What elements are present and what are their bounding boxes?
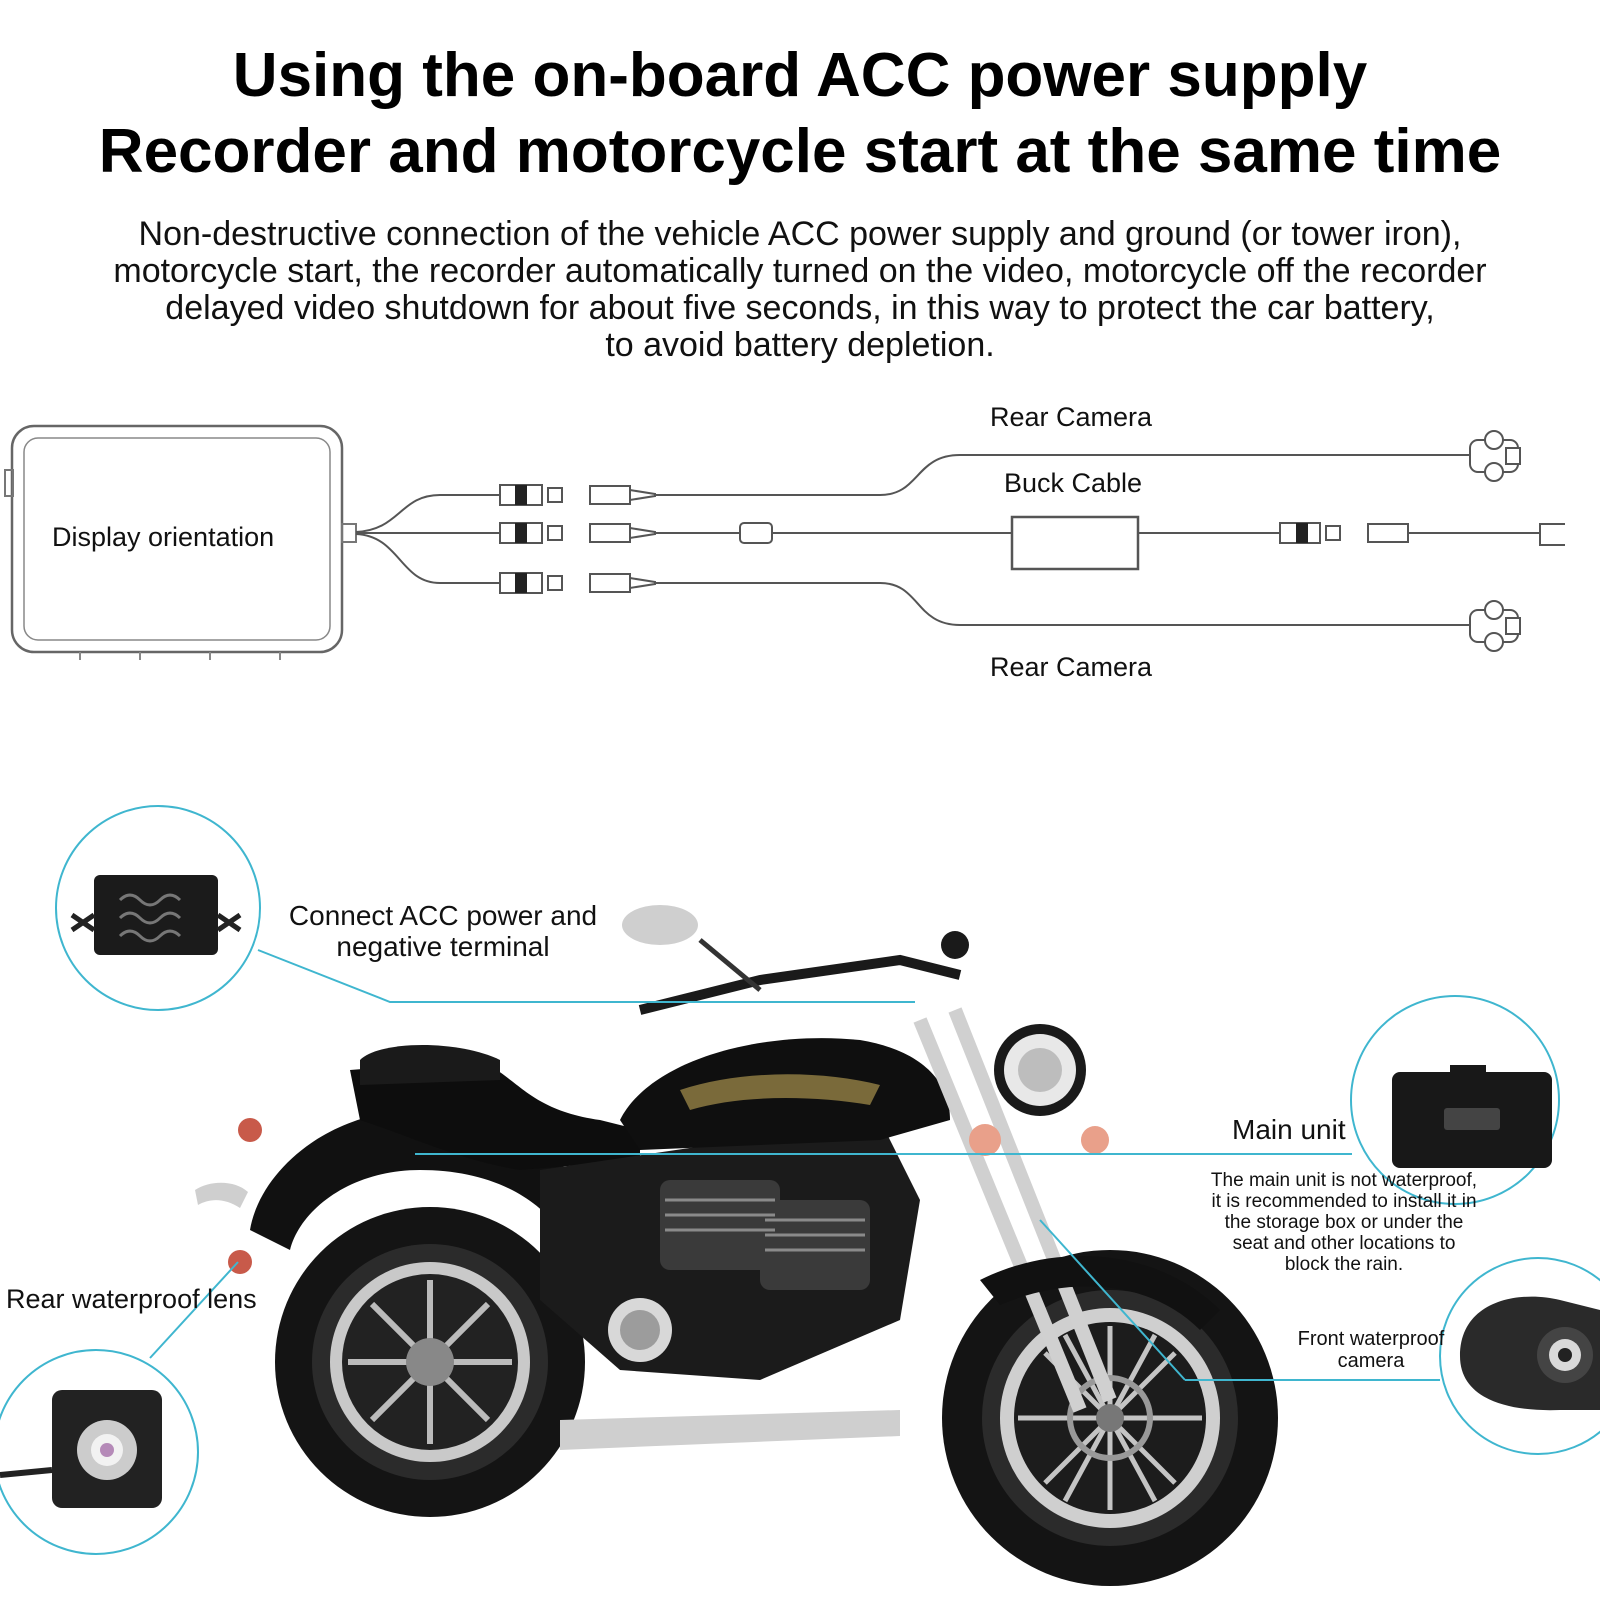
rear-camera-bottom-label: Rear Camera (990, 652, 1153, 682)
buck-module (1010, 515, 1140, 571)
front-camera-label-line-1: Front waterproof (1297, 1328, 1445, 1350)
acc-callout-line-1: Connect ACC power and (288, 900, 598, 931)
callout-acc-circle (55, 805, 261, 1011)
wire-bottom (355, 533, 500, 584)
front-camera-label: Front waterproof camera (1286, 1328, 1456, 1372)
acc-callout-line-2: negative terminal (336, 931, 550, 962)
connectors-mid (499, 522, 656, 544)
connectors-bottom (499, 572, 656, 594)
inline-filter (739, 522, 773, 544)
callout-front-camera-circle (1439, 1257, 1600, 1455)
main-unit-note-line: the storage box or under the (1224, 1212, 1464, 1233)
callout-main-unit-circle (1350, 995, 1560, 1205)
display-unit (4, 424, 357, 660)
rear-camera-bottom-plug (1469, 600, 1521, 652)
display-orientation-label: Display orientation (52, 522, 275, 552)
acc-callout-text: Connect ACC power and negative terminal (278, 900, 608, 962)
main-unit-note-line: it is recommended to install it in (1211, 1191, 1477, 1212)
wire-top (355, 494, 500, 533)
description: Non-destructive connection of the vehicl… (30, 216, 1570, 364)
buck-cable-label: Buck Cable (1004, 468, 1143, 498)
rear-camera-top-label: Rear Camera (990, 402, 1153, 432)
main-unit-note-line: block the rain. (1284, 1254, 1404, 1275)
main-unit-note-line: The main unit is not waterproof, (1210, 1170, 1478, 1191)
description-line: delayed video shutdown for about five se… (165, 289, 1435, 327)
acc-filter-box (94, 875, 218, 955)
wiring-diagram (4, 424, 1565, 660)
rear-lens-label: Rear waterproof lens (6, 1284, 257, 1314)
main-unit-note: The main unit is not waterproof, it is r… (1186, 1170, 1502, 1275)
leader-lines (149, 949, 1440, 1381)
motorcycle (195, 905, 1278, 1586)
description-line: Non-destructive connection of the vehicl… (138, 215, 1462, 253)
headline-line-1: Using the on-board ACC power supply (232, 41, 1368, 110)
description-line: to avoid battery depletion. (605, 326, 995, 364)
rear-camera-cable-bottom (655, 582, 1470, 626)
headline-line-2: Recorder and motorcycle start at the sam… (98, 117, 1502, 186)
main-unit-title: Main unit (1232, 1114, 1346, 1145)
description-line: motorcycle start, the recorder automatic… (113, 252, 1487, 290)
rear-camera-top-plug (1469, 430, 1521, 482)
connectors-top (499, 484, 656, 506)
rear-camera-cable-top (655, 454, 1470, 496)
callout-rear-lens-circle (0, 1349, 199, 1555)
main-unit-note-line: seat and other locations to (1232, 1233, 1456, 1254)
front-camera-label-line-2: camera (1337, 1350, 1405, 1372)
